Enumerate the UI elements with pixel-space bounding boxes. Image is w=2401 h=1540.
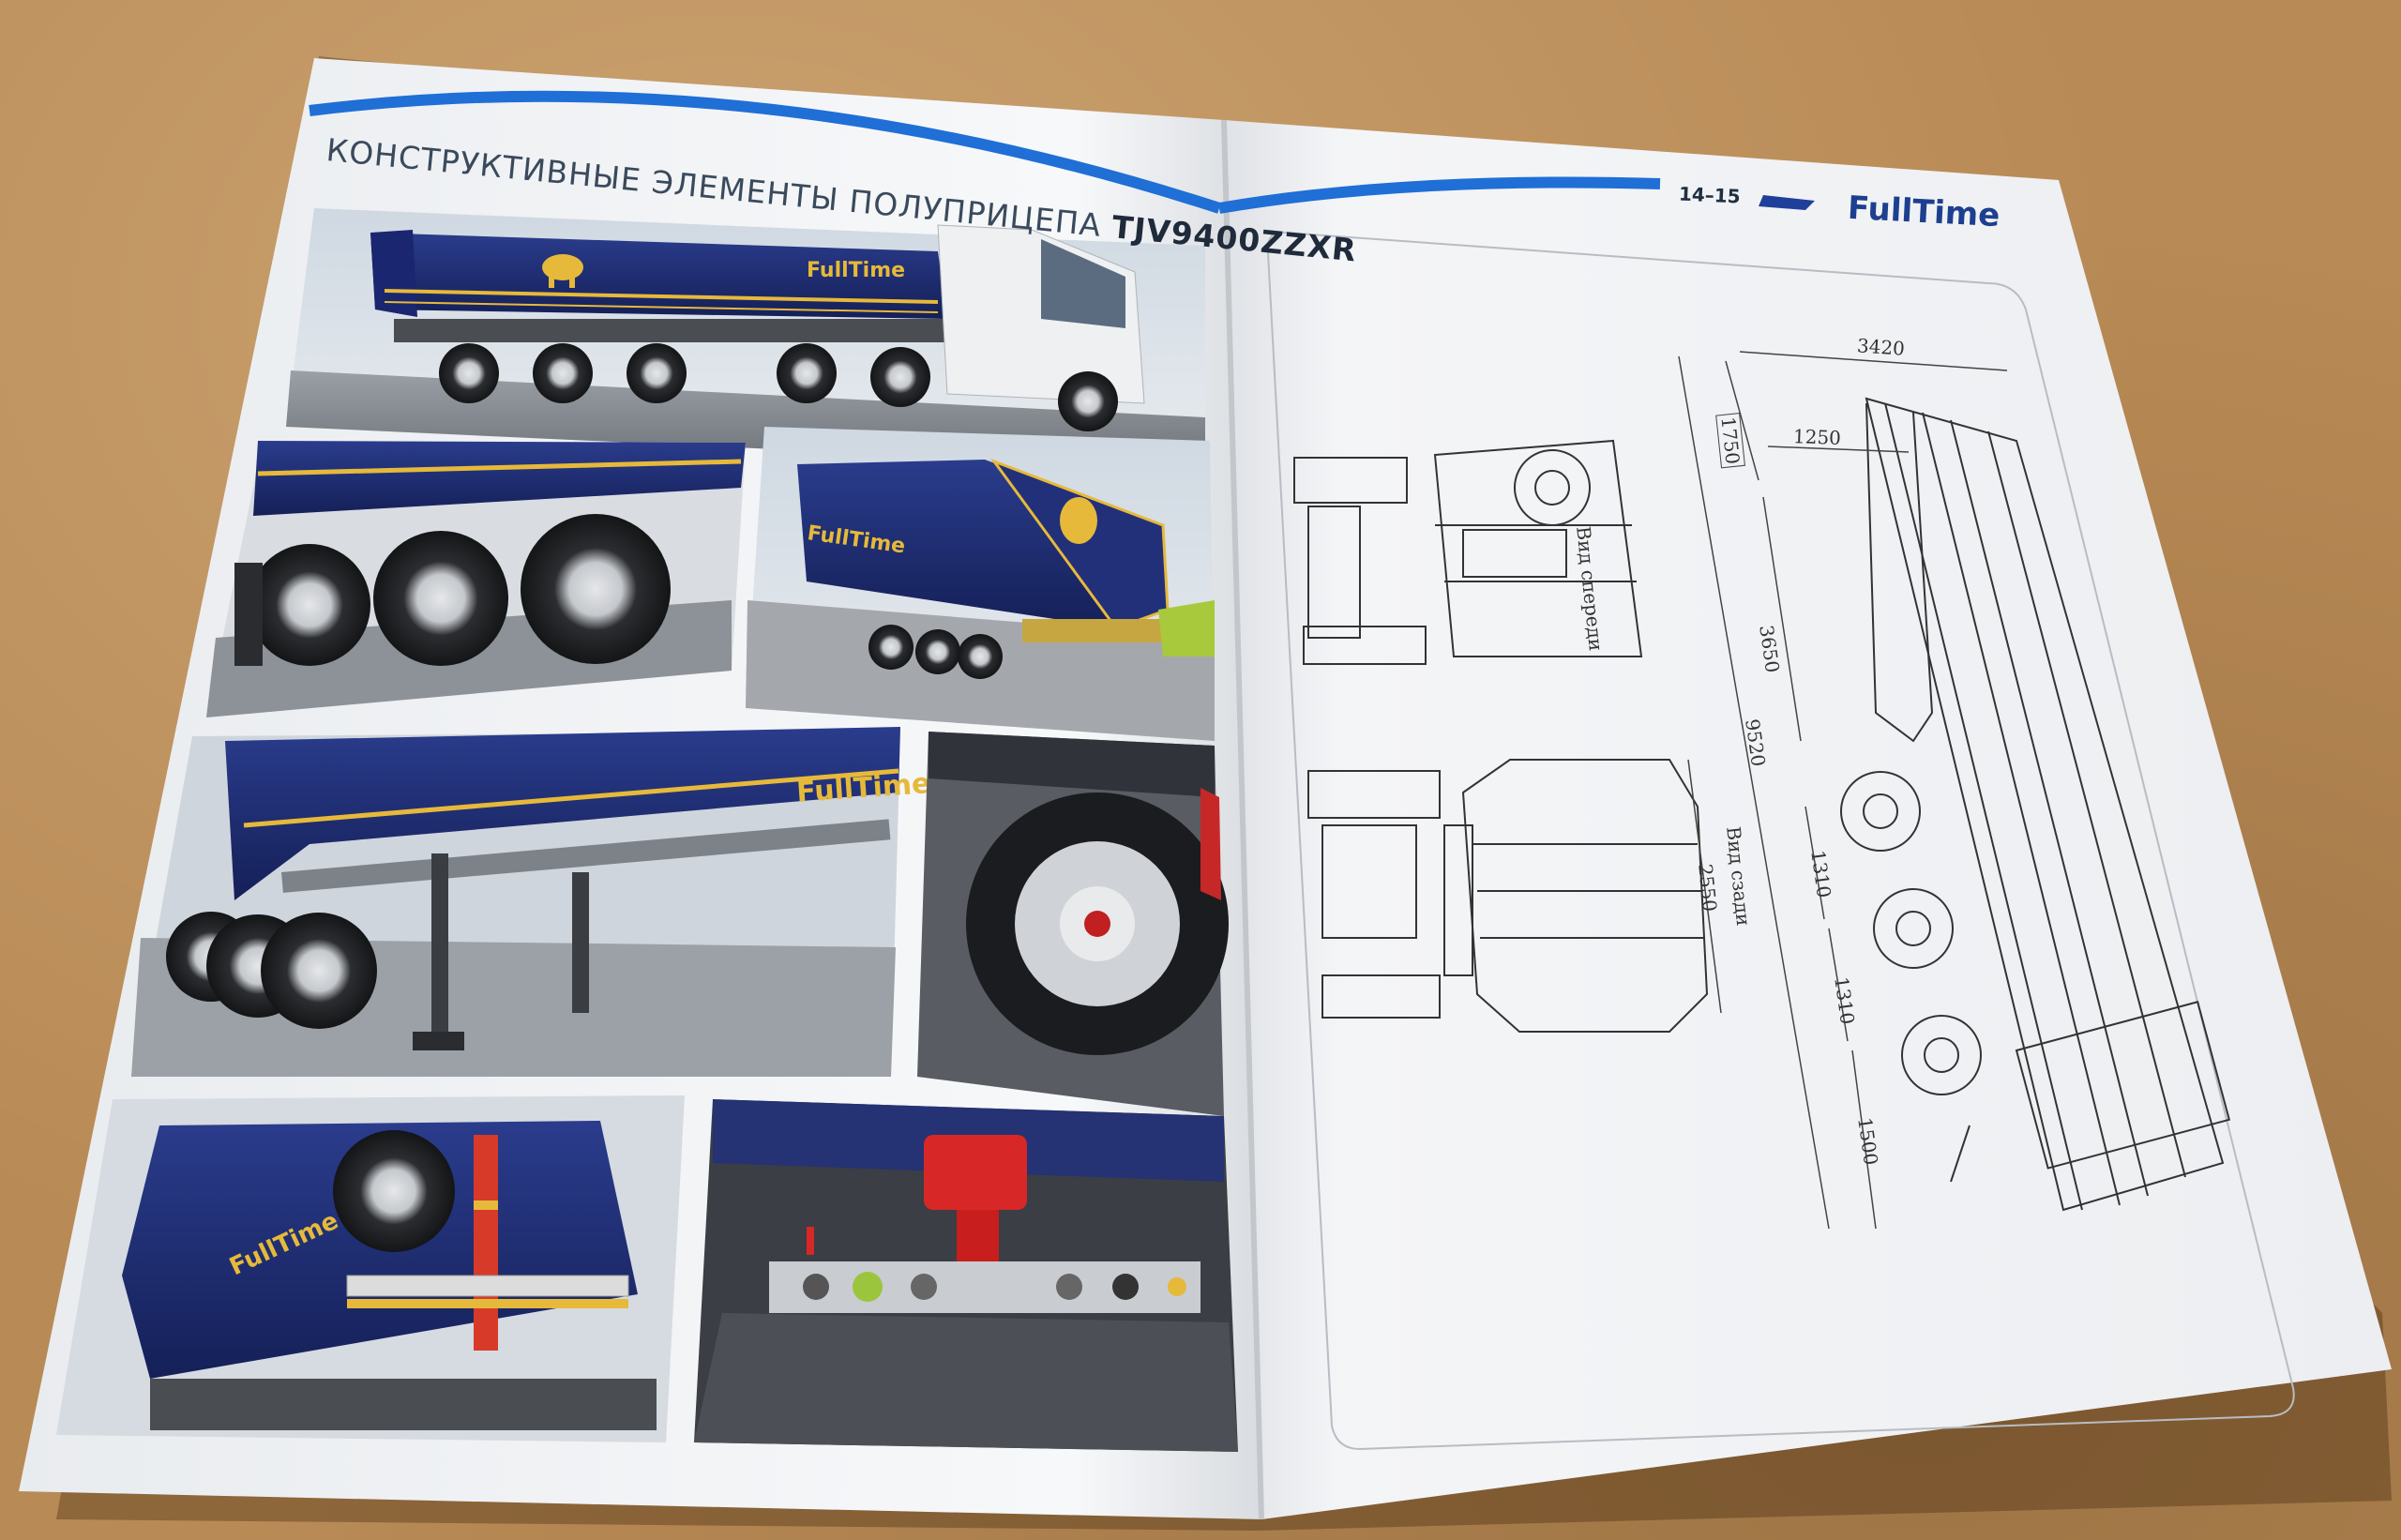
dim-kingpin-offset: 1250 bbox=[1792, 425, 1842, 449]
page-numbers: 14–15 bbox=[1678, 182, 1742, 208]
rear-view-drawing bbox=[1307, 759, 1709, 1033]
trailer-logo-1: FullTime bbox=[807, 259, 905, 282]
dim-width: 2550 bbox=[1694, 863, 1722, 913]
photo-truck-trailer: FullTime bbox=[286, 208, 1205, 469]
header-stripe-right bbox=[1217, 176, 1661, 214]
drawing-frame bbox=[1266, 231, 2295, 1451]
dim-top-width: 3420 bbox=[1856, 334, 1906, 360]
header-stripe-left bbox=[309, 90, 1221, 214]
dimension-lines bbox=[1678, 351, 2008, 1230]
photo-wheel-closeup bbox=[917, 732, 1229, 1116]
photo-hydraulic-cylinder bbox=[694, 1099, 1238, 1452]
front-view-drawing bbox=[1293, 439, 1643, 665]
photo-tipper-rear: FullTime bbox=[746, 427, 1215, 741]
photo-rear-spare-wheel: FullTime bbox=[56, 1095, 685, 1442]
photo-trailer-legs: FullTime bbox=[131, 727, 931, 1077]
brand-logo: FullTime bbox=[1847, 189, 2001, 235]
side-view-drawing bbox=[1840, 397, 2231, 1212]
photo-axles-closeup bbox=[206, 441, 746, 717]
